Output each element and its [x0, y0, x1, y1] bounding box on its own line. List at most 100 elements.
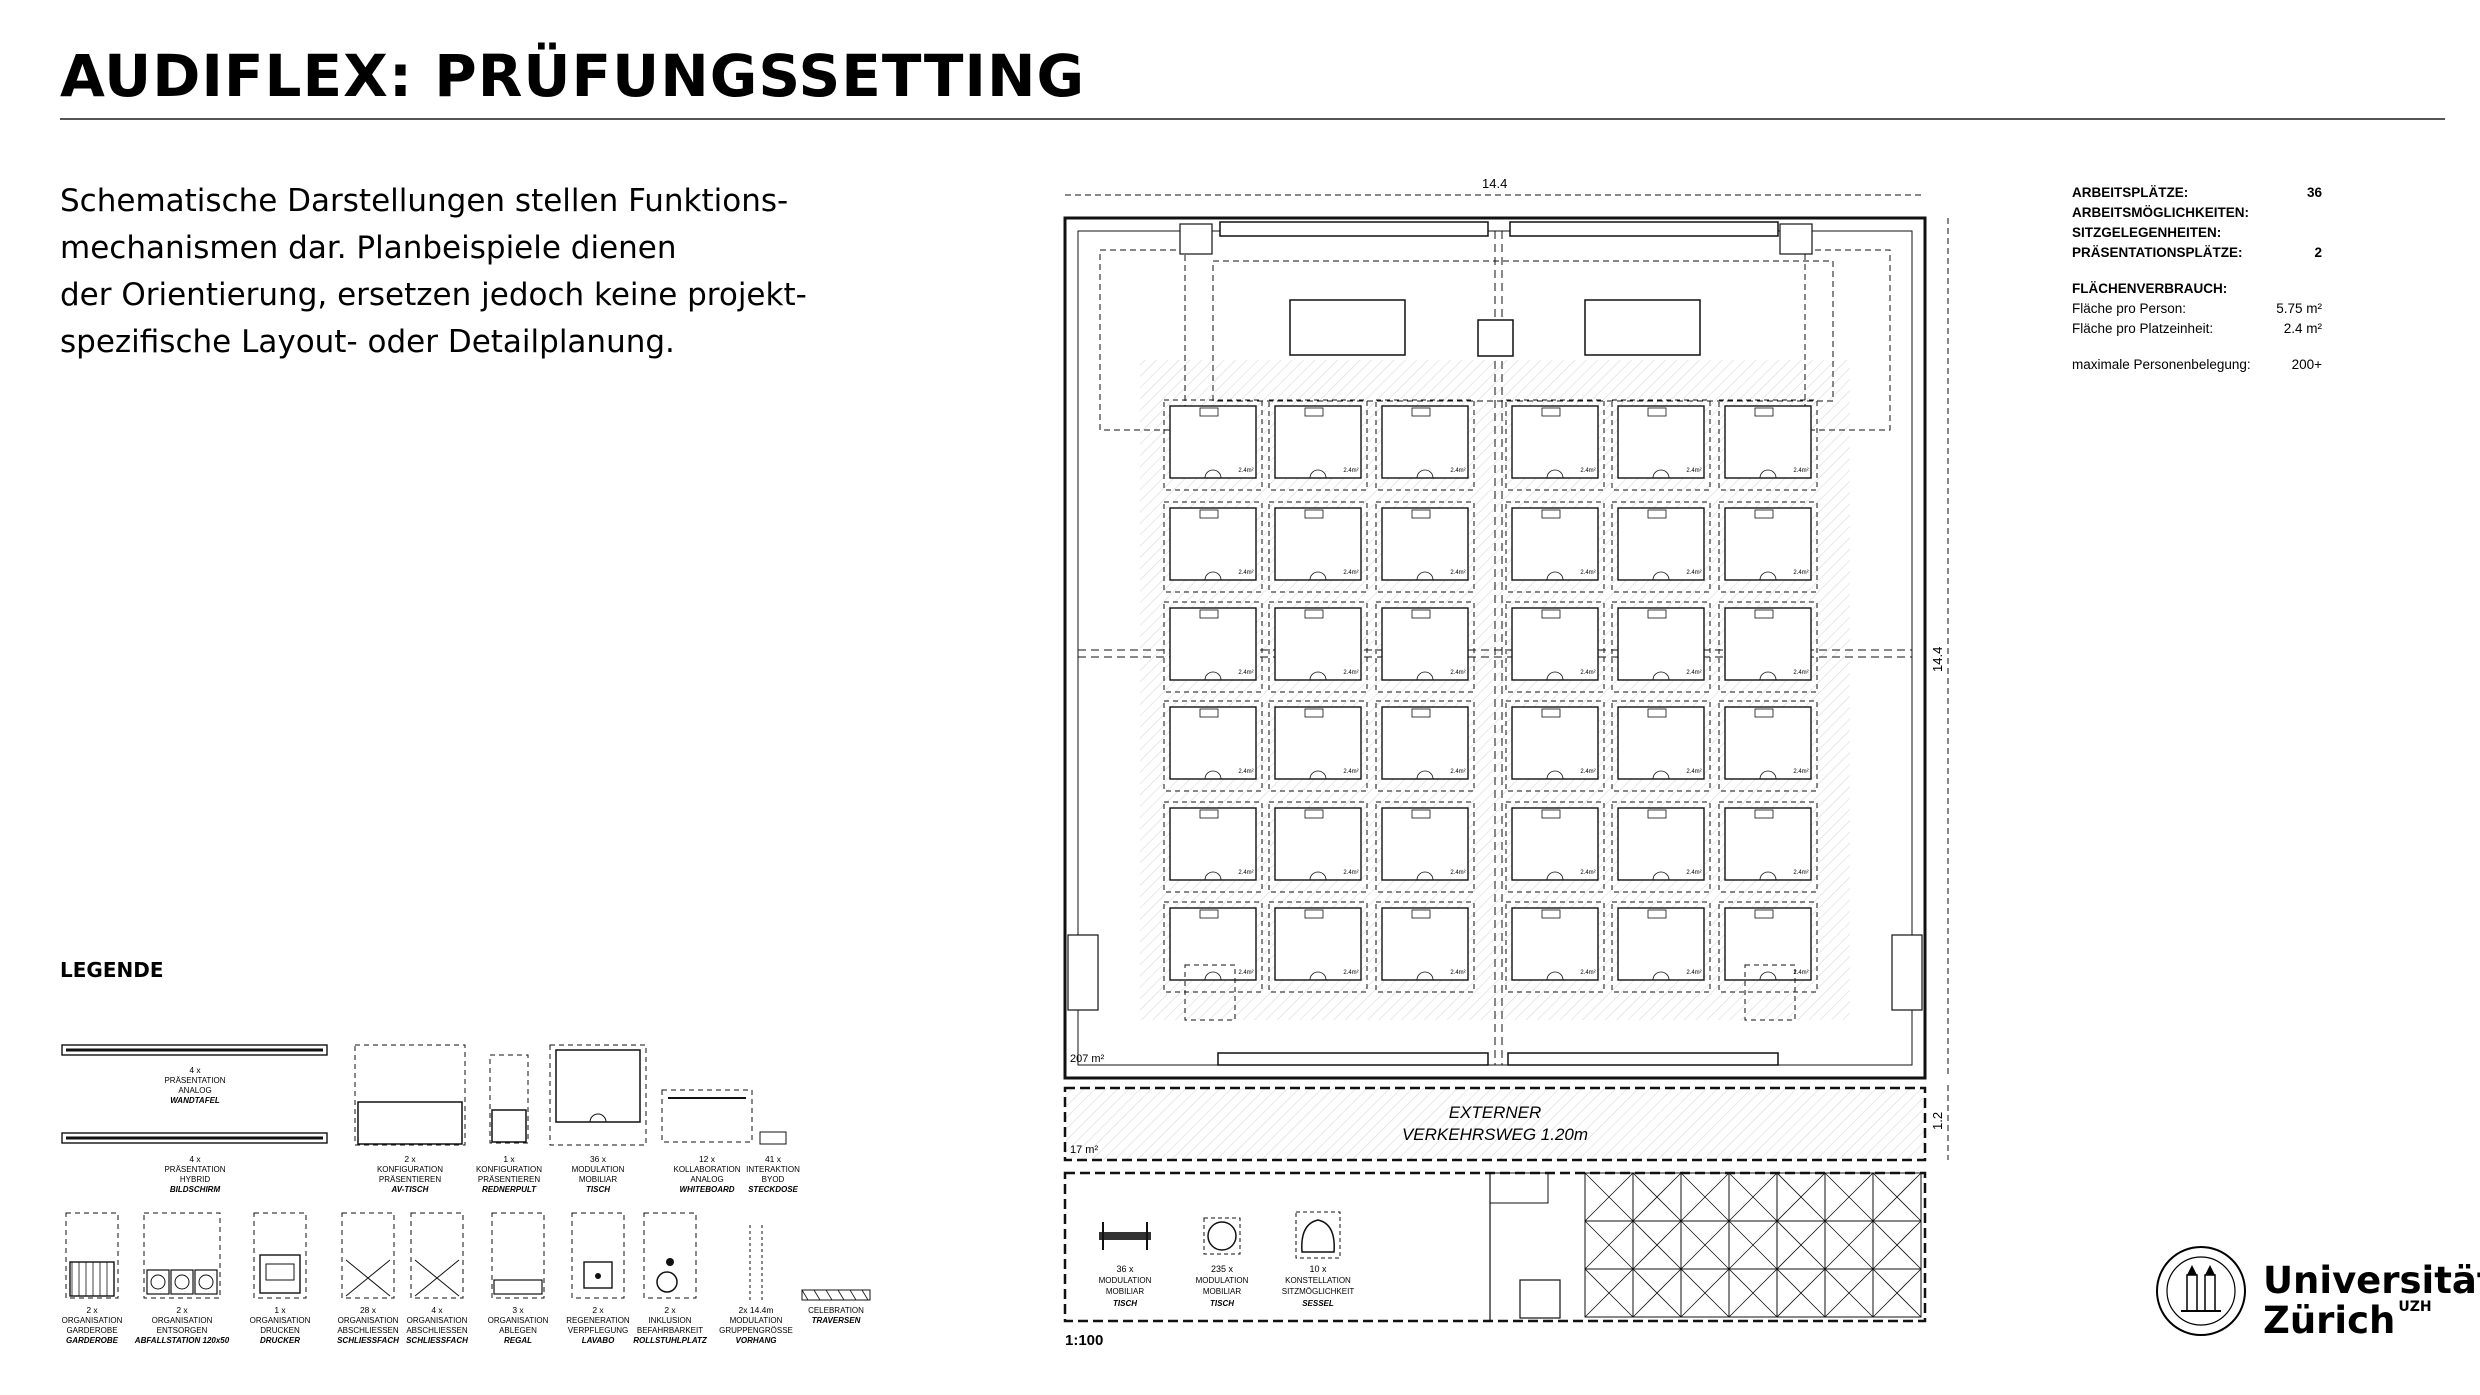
desk-area-tag: 2.4m²	[1238, 769, 1253, 775]
wheelchair-place	[1184, 964, 1236, 1021]
desk-area-tag: 2.4m²	[1580, 870, 1595, 876]
desk-area-tag: 2.4m²	[1343, 670, 1358, 676]
legend-line: HYBRID	[180, 1175, 210, 1184]
wardrobe-icon	[65, 1212, 119, 1299]
stock-count: 10 x	[1309, 1264, 1327, 1274]
desk	[1617, 706, 1705, 780]
chair-icon	[1309, 469, 1327, 479]
legend-line: PRÄSENTIEREN	[478, 1175, 540, 1184]
chair-icon	[1546, 971, 1564, 981]
corridor-label: EXTERNER	[1449, 1103, 1542, 1122]
chair-icon	[1759, 971, 1777, 981]
printer-icon	[253, 1212, 307, 1299]
chair-icon	[1546, 571, 1564, 581]
desk-zone	[1505, 601, 1605, 693]
legend-name: ROLLSTUHLPLATZ	[633, 1336, 708, 1345]
stat-label: FLÄCHENVERBRAUCH:	[2072, 281, 2228, 296]
wardrobe	[1067, 934, 1099, 1011]
locker-cross	[1776, 1220, 1826, 1270]
bin	[146, 1269, 170, 1295]
chair-icon	[1759, 871, 1777, 881]
zone	[65, 1212, 119, 1299]
locker-cross	[1584, 1172, 1634, 1222]
desk	[1381, 706, 1469, 780]
lectern	[491, 1109, 527, 1143]
desk-area-tag: 2.4m²	[1450, 970, 1465, 976]
legend-line: ORGANISATION	[62, 1316, 123, 1325]
legend-count: 2 x	[404, 1154, 416, 1164]
dimensions: 14.4 14.4 1.2	[1065, 176, 1949, 1160]
legend-name: REDNERPULT	[482, 1185, 537, 1194]
socket-icon	[1647, 609, 1667, 619]
desk-zone	[1163, 501, 1263, 593]
chair-icon	[1759, 770, 1777, 780]
locker-cross	[1584, 1220, 1634, 1270]
desk	[1724, 907, 1812, 981]
wall-board-icon	[61, 1044, 328, 1056]
locker-cross	[1632, 1220, 1682, 1270]
legend-line: ABSCHLIESSEN	[337, 1326, 399, 1335]
desk	[1274, 405, 1362, 479]
wheelchair-icon	[643, 1212, 697, 1299]
legend-name: VORHANG	[736, 1336, 777, 1345]
chair-icon	[1416, 469, 1434, 479]
locker-cross	[1776, 1268, 1826, 1318]
zone	[571, 1212, 625, 1299]
bin-lid	[198, 1274, 214, 1290]
shelf	[493, 1279, 543, 1295]
legend-count: 2 x	[86, 1305, 98, 1315]
locker-cross	[1632, 1268, 1682, 1318]
locker-cross	[1824, 1268, 1874, 1318]
wall-board	[1509, 221, 1779, 237]
socket-icon	[1304, 909, 1324, 919]
stat-label: Fläche pro Platzeinheit:	[2072, 321, 2214, 336]
desk-area-tag: 2.4m²	[1238, 870, 1253, 876]
desk-area-tag: 2.4m²	[1343, 570, 1358, 576]
desk	[1617, 607, 1705, 681]
chair-zone	[1295, 1211, 1341, 1259]
chair-icon	[1309, 871, 1327, 881]
desk-zone	[1505, 901, 1605, 993]
legend-line: ORGANISATION	[250, 1316, 311, 1325]
chair-icon	[1416, 971, 1434, 981]
socket-icon	[1199, 809, 1219, 819]
whiteboard-icon	[661, 1089, 753, 1143]
legend-line: MOBILIAR	[579, 1175, 617, 1184]
legend-count: 4 x	[189, 1154, 201, 1164]
legend-name: REGAL	[504, 1336, 532, 1345]
desk-zone	[1611, 501, 1711, 593]
legend-count: 2x 14.4m	[739, 1305, 774, 1315]
wheelchair-wheel	[656, 1271, 678, 1293]
uzh-seal-icon	[2156, 1246, 2246, 1336]
socket-icon	[1754, 708, 1774, 718]
desk-area-tag: 2.4m²	[1686, 970, 1701, 976]
desk-area-tag: 2.4m²	[1450, 570, 1465, 576]
socket-icon	[1541, 609, 1561, 619]
desk-zone	[1505, 399, 1605, 491]
chair-icon	[1416, 871, 1434, 881]
truss-bar	[825, 1289, 833, 1301]
legend-line: INTERAKTION	[746, 1165, 800, 1174]
locker-cross	[1872, 1220, 1922, 1270]
desk	[1169, 507, 1257, 581]
legend-name: TRAVERSEN	[812, 1316, 861, 1325]
socket-icon	[1647, 708, 1667, 718]
desk-area-tag: 2.4m²	[1238, 670, 1253, 676]
legend-count: 1 x	[503, 1154, 515, 1164]
desk-area-tag: 2.4m²	[1450, 870, 1465, 876]
desk-zone	[1718, 700, 1818, 792]
legend-line: ORGANISATION	[407, 1316, 468, 1325]
intro-line: Schematische Darstellungen stellen Funkt…	[60, 183, 789, 219]
legend-name: TISCH	[586, 1185, 610, 1194]
socket-icon	[1304, 509, 1324, 519]
logo-line1: Universität	[2263, 1259, 2480, 1302]
desk-zone	[1163, 601, 1263, 693]
bin-lid	[150, 1274, 166, 1290]
desk-area-tag: 2.4m²	[1793, 570, 1808, 576]
zone	[661, 1089, 753, 1143]
socket-icon	[1647, 809, 1667, 819]
desk-zone	[1718, 601, 1818, 693]
